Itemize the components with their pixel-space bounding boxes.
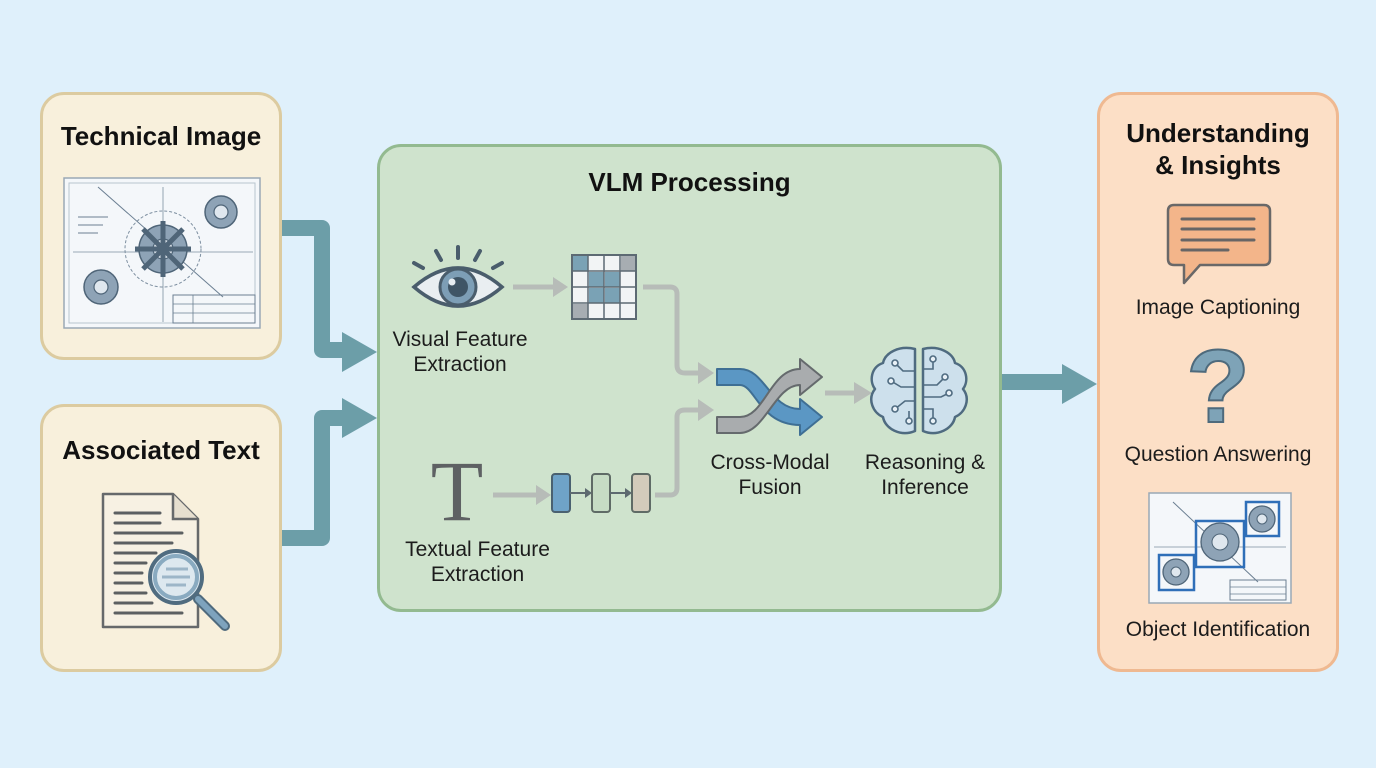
vlm-inner-diagram: T: [411, 245, 968, 539]
associated-text-panel: Associated Text: [40, 404, 282, 672]
visual-feature-label: Visual Feature Extraction: [392, 328, 528, 376]
flow-arrow-image-to-vlm: [282, 220, 348, 358]
reasoning-label: Reasoning & Inference: [864, 451, 986, 499]
feature-grid-icon: [571, 254, 637, 320]
technical-image-panel: Technical Image: [40, 92, 282, 360]
arrowhead-icon: [342, 332, 377, 372]
blueprint-detection-icon: [1148, 492, 1292, 604]
understanding-insights-title: Understanding & Insights: [1126, 118, 1310, 180]
crossing-arrows-icon: [716, 358, 823, 436]
understanding-insights-panel: Understanding & Insights Image Captionin…: [1097, 92, 1339, 672]
question-mark-icon: ?: [1185, 329, 1251, 445]
flow-arrow-text-to-vlm: [282, 410, 348, 546]
fusion-label: Cross-Modal Fusion: [710, 451, 830, 499]
eye-icon: [411, 245, 505, 308]
output-item-label: Object Identification: [1125, 618, 1311, 641]
vlm-processing-title: VLM Processing: [588, 167, 791, 197]
associated-text-title: Associated Text: [62, 435, 260, 465]
arrowhead-icon: [1062, 364, 1097, 404]
vlm-processing-panel: VLM Processing: [377, 144, 1002, 612]
arrowhead-icon: [342, 398, 377, 438]
blueprint-gears-icon: [63, 177, 261, 329]
speech-bubble-icon: [1166, 203, 1272, 285]
output-item-label: Question Answering: [1124, 443, 1312, 466]
serif-t-icon: T: [431, 443, 484, 539]
textual-feature-label: Textual Feature Extraction: [405, 538, 550, 586]
output-item-label: Image Captioning: [1135, 296, 1301, 319]
technical-image-title: Technical Image: [60, 121, 262, 151]
document-magnifier-icon: [101, 492, 230, 631]
circuit-brain-icon: [870, 346, 968, 435]
token-sequence-icon: [551, 473, 651, 513]
